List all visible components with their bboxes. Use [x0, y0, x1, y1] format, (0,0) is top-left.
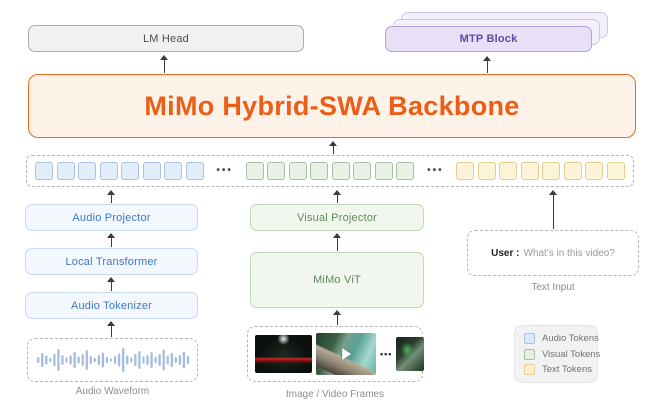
text-token-group — [456, 162, 625, 180]
legend-label: Visual Tokens — [542, 348, 601, 360]
local-transformer-node: Local Transformer — [25, 248, 198, 275]
play-icon — [342, 348, 352, 360]
audio-token — [185, 162, 204, 180]
visual-token — [331, 162, 350, 180]
legend-item: Audio Tokens — [524, 333, 599, 344]
audio-waveform-image — [37, 348, 190, 372]
token-row-ellipsis: ••• — [427, 165, 444, 176]
legend-item: Text Tokens — [524, 364, 597, 375]
visual-projector-node: Visual Projector — [250, 204, 424, 231]
local-transformer-label: Local Transformer — [65, 255, 158, 268]
arrow-backbone-to-lm-head — [159, 55, 170, 73]
legend-item: Visual Tokens — [524, 348, 601, 360]
audio-tokenizer-node: Audio Tokenizer — [25, 292, 198, 319]
text-token — [563, 162, 582, 180]
audio-token-group — [35, 162, 204, 180]
mimo-vit-node: MiMo ViT — [250, 252, 424, 308]
frames-ellipsis: ••• — [380, 349, 393, 359]
visual-token — [353, 162, 372, 180]
mtp-block-node: MTP Block — [385, 26, 592, 52]
audio-token — [78, 162, 96, 180]
arrow-audio-tokenizer-to-local-transformer — [106, 277, 117, 291]
backbone-node: MiMo Hybrid-SWA Backbone — [28, 74, 636, 138]
arrow-backbone-to-mtp — [482, 56, 493, 73]
audio-token — [164, 162, 182, 180]
arrow-text-input-to-tokens — [548, 190, 559, 229]
text-token — [520, 162, 539, 180]
mimo-vit-label: MiMo ViT — [313, 274, 361, 286]
text-token — [499, 162, 518, 180]
video-frames-caption: Image / Video Frames — [285, 389, 385, 400]
visual-token — [310, 162, 329, 180]
visual-token — [245, 162, 264, 180]
visual-token — [288, 162, 307, 180]
arrow-waveform-to-audio-tokenizer — [106, 321, 117, 337]
legend-label: Audio Tokens — [542, 333, 599, 344]
video-frames-box: ••• — [247, 326, 425, 382]
green-car-thumbnail — [396, 337, 425, 371]
audio-token — [56, 162, 75, 180]
audio-token — [142, 162, 161, 180]
car-rear-thumbnail — [255, 335, 312, 373]
lm-head-node: LM Head — [28, 25, 304, 52]
text-token — [585, 162, 604, 180]
legend-swatch — [524, 348, 535, 360]
audio-waveform-box — [27, 338, 198, 382]
text-token — [606, 162, 625, 180]
visual-token-group — [245, 162, 415, 180]
text-token — [542, 162, 561, 180]
visual-token — [267, 162, 286, 180]
audio-token — [99, 162, 118, 180]
arrow-vit-to-visual-projector — [332, 233, 343, 251]
audio-token — [121, 162, 139, 180]
audio-waveform-caption: Audio Waveform — [75, 386, 150, 397]
audio-projector-label: Audio Projector — [72, 211, 151, 224]
audio-projector-node: Audio Projector — [25, 204, 198, 231]
token-row: ••• ••• — [26, 155, 634, 187]
user-message: What's in this video? — [523, 247, 615, 259]
arrow-visual-projector-to-tokens — [332, 190, 343, 203]
legend-label: Text Tokens — [542, 364, 592, 375]
token-row-ellipsis: ••• — [216, 165, 233, 176]
arrow-tokens-to-backbone — [328, 141, 339, 154]
text-token — [456, 162, 475, 180]
arrow-local-transformer-to-audio-projector — [106, 233, 117, 247]
arrow-frames-to-vit — [332, 310, 343, 325]
legend-swatch — [524, 364, 535, 375]
text-input-caption: Text Input — [531, 282, 575, 293]
backbone-label: MiMo Hybrid-SWA Backbone — [144, 90, 520, 121]
arrow-audio-projector-to-tokens — [106, 190, 117, 203]
user-prefix: User : — [491, 247, 520, 259]
text-token — [477, 162, 496, 180]
lm-head-label: LM Head — [142, 32, 190, 45]
visual-token — [374, 162, 393, 180]
visual-projector-label: Visual Projector — [296, 211, 378, 224]
audio-token — [35, 162, 53, 180]
visual-token — [396, 162, 415, 180]
coastal-road-thumbnail — [316, 333, 376, 375]
text-input-box: User : What's in this video? — [467, 230, 639, 276]
legend-swatch — [524, 333, 535, 344]
mtp-block-label: MTP Block — [459, 33, 518, 45]
audio-tokenizer-label: Audio Tokenizer — [70, 299, 153, 312]
